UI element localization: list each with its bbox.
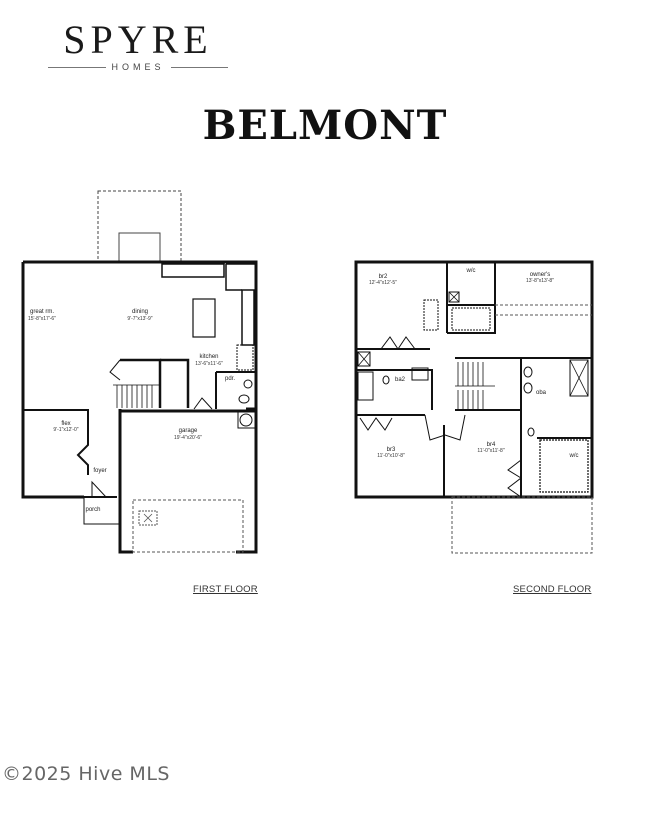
owner-wic-shelving [539, 439, 589, 493]
front-door-swing [91, 480, 107, 498]
room-label-foyer: foyer [93, 468, 106, 474]
room-dims-great-rm: 15'-8"x17'-6" [28, 316, 56, 322]
closet-door-swing [109, 359, 121, 381]
linen-x-icon [448, 291, 460, 303]
room-label-great-rm: great rm. [30, 309, 54, 315]
room-dims-br2: 12'-4"x12'-5" [369, 280, 397, 286]
room-label-garage: garage [179, 428, 198, 434]
water-heater [237, 411, 256, 429]
room-label-kitchen: kitchen [199, 354, 218, 360]
room-label-dining: dining [132, 309, 148, 315]
logo-rule-right [170, 66, 229, 68]
plan-title: BELMONT [202, 102, 448, 149]
water-heater-tank [239, 413, 253, 427]
room-dims-dining: 9'-7"x13'-9" [127, 316, 152, 322]
hall-linen-box [357, 351, 371, 367]
owner-sink-2 [523, 382, 533, 394]
room-label-oba: oba [536, 390, 547, 396]
brand-subtitle: HOMES [111, 62, 165, 72]
bath2-toilet [382, 375, 390, 385]
owner-sink-1 [523, 366, 533, 378]
attic-stair [423, 299, 439, 331]
second-floor-plan [354, 260, 594, 554]
brand-name: SPYRE [63, 17, 213, 62]
stair-treads [113, 384, 160, 408]
garage-wall-left [118, 409, 133, 554]
laundry-wall [447, 305, 496, 334]
laundry-appliances [451, 307, 491, 331]
wic-wall [447, 262, 496, 306]
br2-closet-bifold [380, 336, 416, 350]
owner-shower-x-icon [569, 359, 589, 397]
garage-door-dashed [132, 499, 244, 553]
kitchen-island [192, 298, 216, 338]
br3-closet-bifold [359, 417, 393, 431]
second-floor-caption: SECOND FLOOR [513, 584, 592, 595]
kitchen-counter-right [241, 289, 255, 346]
room-label-flex: flex [61, 421, 70, 427]
logo-rule-left [48, 66, 106, 68]
brand-subtitle-row: HOMES [48, 62, 229, 72]
first-floor-caption: FIRST FLOOR [193, 584, 258, 595]
owner-shower [569, 359, 589, 397]
powder-toilet [238, 394, 250, 404]
garage-entry-door [193, 397, 213, 410]
closet-wall [160, 358, 190, 408]
first-floor-exterior-wall-top [23, 260, 258, 411]
second-floor-labels: br2 12'-4"x12'-5" w/c owner's 13'-8"x13'… [369, 268, 578, 459]
garage-wall-right [236, 409, 258, 554]
attic-x-icon [143, 513, 153, 523]
room-dims-kitchen: 13'-6"x11'-6" [195, 361, 223, 367]
room-dims-br3: 11'-0"x10'-8" [377, 453, 405, 459]
patio-dashed-outline [97, 190, 182, 263]
first-floor-labels: great rm. 15'-8"x17'-6" dining 9'-7"x13'… [28, 309, 235, 513]
bedroom-door-swings [424, 414, 466, 441]
linen-x-box [448, 291, 460, 303]
porch-roof-dashed [451, 496, 593, 554]
room-dims-owners: 13'-8"x13'-8" [526, 278, 554, 284]
room-label-wic: w/c [466, 268, 476, 274]
flex-wall [23, 409, 89, 475]
room-dims-flex: 9'-1"x12'-0" [53, 427, 78, 433]
first-floor-plan [21, 190, 258, 554]
second-floor-exterior-wall [354, 260, 594, 499]
first-floor-exterior-wall-left [21, 262, 84, 499]
room-label-porch: porch [85, 507, 100, 513]
room-label-pdr: pdr. [225, 376, 235, 382]
bath2-vanity [411, 367, 429, 381]
room-dims-br4: 11'-0"x11'-8" [477, 448, 504, 454]
spyre-homes-logo: SPYRE HOMES [48, 17, 229, 72]
patio-step [118, 232, 161, 263]
pantry-wall [225, 263, 256, 291]
room-label-owners: owner's [530, 272, 551, 278]
attic-access [138, 510, 158, 526]
stair-wall [120, 358, 162, 408]
hall-linen-x-icon [357, 351, 371, 367]
second-floor-stair-treads [455, 362, 495, 410]
bath2-wall [356, 369, 433, 410]
room-dims-garage: 19'-4"x20'-6" [174, 435, 202, 441]
owner-toilet [527, 427, 535, 437]
bathtub [357, 371, 374, 401]
powder-room-wall [215, 371, 256, 409]
room-label-br3: br3 [387, 447, 396, 453]
room-label-br4: br4 [487, 442, 496, 448]
br4-closet-bifold [507, 459, 522, 498]
kitchen-counter-top [161, 263, 225, 278]
fridge [236, 344, 254, 371]
copyright-footer: ©2025 Hive MLS [2, 763, 170, 785]
powder-sink [243, 379, 253, 389]
porch-outline [83, 497, 120, 525]
room-label-ba2: ba2 [395, 377, 406, 383]
room-label-owner-wic: w/c [569, 453, 579, 459]
room-label-br2: br2 [379, 274, 388, 280]
